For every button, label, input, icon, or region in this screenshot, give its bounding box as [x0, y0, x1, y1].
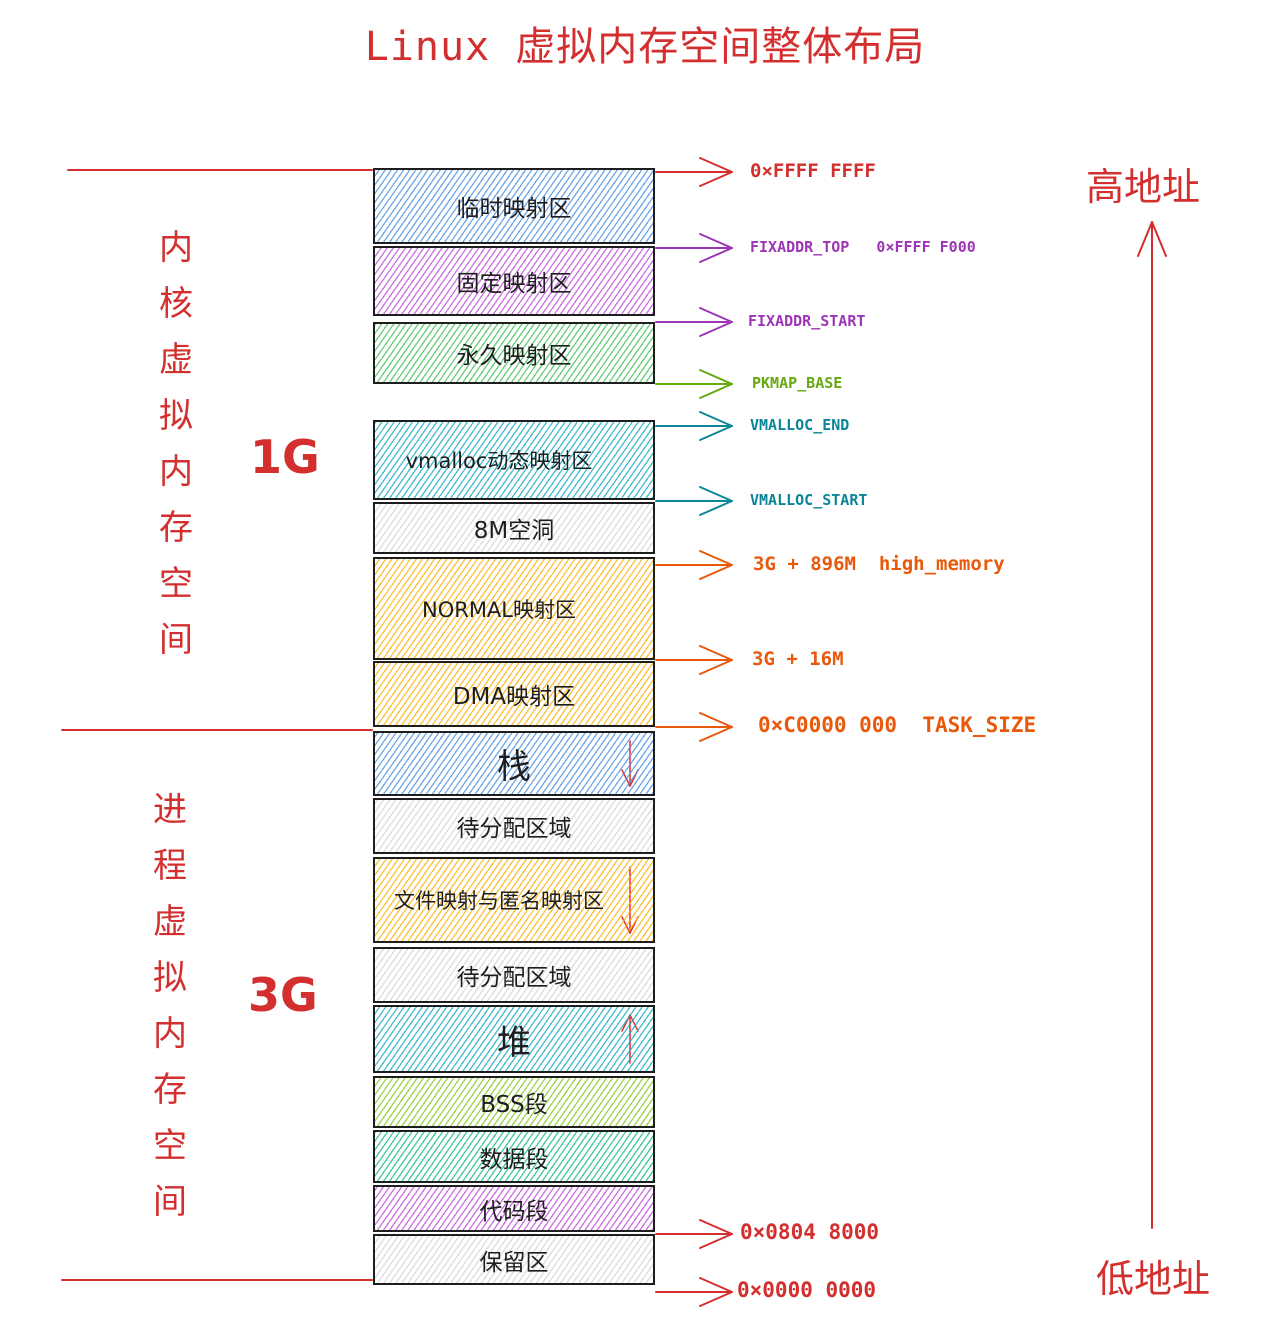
memory-region-label: BSS段: [480, 1092, 548, 1118]
memory-region-13: 数据段: [373, 1130, 655, 1183]
address-pointer-4-head: [699, 411, 733, 427]
address-pointer-6-head: [699, 550, 733, 566]
memory-region-label: 8M空洞: [473, 518, 555, 544]
memory-region-6: DMA映射区: [373, 661, 655, 727]
memory-region-8: 待分配区域: [373, 798, 655, 854]
memory-region-14: 代码段: [373, 1185, 655, 1232]
address-pointer-6-head: [699, 564, 733, 580]
kernel-space-label-char: 存: [159, 508, 193, 548]
memory-region-15: 保留区: [373, 1234, 655, 1285]
address-pointer-9-head: [699, 1219, 733, 1235]
address-pointer-7-head: [699, 645, 733, 661]
address-marker-label: 3G + 896M high_memory: [753, 552, 1005, 575]
kernel-space-label: 内核虚拟内存空间: [156, 220, 196, 668]
address-pointer-5-head: [699, 486, 733, 502]
memory-region-label: 永久映射区: [456, 343, 572, 369]
address-marker-label: 3G + 16M: [752, 647, 844, 670]
memory-region-10: 待分配区域: [373, 947, 655, 1003]
memory-region-label: NORMAL映射区: [421, 597, 576, 622]
address-pointer-5-head: [699, 500, 733, 516]
memory-region-label: 待分配区域: [456, 965, 572, 991]
address-pointer-3-head: [699, 383, 733, 399]
kernel-space-label-char: 空: [159, 564, 193, 604]
memory-region-12: BSS段: [373, 1076, 655, 1128]
address-pointer-8-head: [699, 712, 733, 728]
address-marker-label: VMALLOC_START: [750, 491, 868, 510]
memory-region-label: 栈: [497, 747, 531, 787]
memory-region-label: vmalloc动态映射区: [405, 449, 593, 473]
kernel-space-label-char: 间: [159, 620, 193, 660]
kernel-space-label-char: 内: [159, 452, 193, 492]
low-address-label: 低地址: [1096, 1257, 1211, 1301]
memory-region-label: 临时映射区: [456, 196, 572, 222]
memory-region-1: 固定映射区: [373, 246, 655, 316]
user-space-label-char: 程: [153, 846, 187, 886]
user-space-label-char: 空: [153, 1126, 187, 1166]
address-pointer-7-head: [699, 659, 733, 675]
high-address-label: 高地址: [1086, 165, 1201, 209]
memory-region-label: 保留区: [479, 1249, 549, 1276]
memory-region-3: vmalloc动态映射区: [373, 420, 655, 500]
address-pointer-9-head: [699, 1233, 733, 1249]
kernel-space-label-char: 虚: [159, 340, 193, 380]
address-marker-label: 0×C0000 000 TASK_SIZE: [758, 713, 1037, 738]
memory-region-7: 栈: [373, 731, 655, 796]
address-pointer-8-head: [699, 726, 733, 742]
address-marker-label: 0×0000 0000: [737, 1278, 877, 1303]
address-marker-label: FIXADDR_START: [748, 312, 866, 331]
user-space-label-char: 进: [153, 790, 187, 830]
kernel-space-label-char: 拟: [159, 396, 193, 436]
user-space-label-char: 间: [153, 1182, 187, 1222]
user-space-label: 进程虚拟内存空间: [150, 782, 190, 1230]
diagram-title: Linux 虚拟内存空间整体布局: [364, 24, 926, 70]
address-pointer-1-head: [699, 233, 733, 249]
memory-region-2: 永久映射区: [373, 322, 655, 384]
address-pointer-2-head: [699, 321, 733, 337]
memory-region-label: 固定映射区: [456, 271, 572, 297]
memory-region-9: 文件映射与匿名映射区: [373, 857, 655, 943]
address-marker-label: 0×FFFF FFFF: [750, 159, 876, 182]
memory-region-4: 8M空洞: [373, 502, 655, 554]
memory-region-label: 数据段: [479, 1146, 549, 1173]
memory-region-label: 代码段: [479, 1198, 549, 1225]
user-space-label-char: 内: [153, 1014, 187, 1054]
address-pointer-10-head: [699, 1291, 733, 1307]
address-direction-arrow-head: [1137, 221, 1153, 257]
address-pointer-1-head: [699, 247, 733, 263]
memory-region-label: 文件映射与匿名映射区: [394, 889, 604, 913]
address-marker-label: 0×0804 8000: [740, 1220, 880, 1245]
kernel-space-size: 1G: [250, 430, 320, 484]
user-space-size: 3G: [248, 968, 318, 1022]
memory-region-label: DMA映射区: [452, 684, 576, 710]
address-pointer-0-head: [699, 171, 733, 187]
address-pointer-3-head: [699, 369, 733, 385]
memory-region-0: 临时映射区: [373, 168, 655, 244]
address-pointer-2-head: [699, 307, 733, 323]
memory-region-label: 堆: [497, 1022, 531, 1063]
user-space-label-char: 虚: [153, 902, 187, 942]
address-direction-arrow-head: [1151, 221, 1167, 257]
address-pointer-10-head: [699, 1277, 733, 1293]
memory-region-label: 待分配区域: [456, 816, 572, 842]
user-space-label-char: 存: [153, 1070, 187, 1110]
kernel-space-label-char: 内: [159, 228, 193, 268]
user-space-label-char: 拟: [153, 958, 187, 998]
address-marker-label: PKMAP_BASE: [752, 374, 843, 393]
address-pointer-0-head: [699, 157, 733, 173]
address-pointer-4-head: [699, 425, 733, 441]
kernel-space-label-char: 核: [159, 284, 193, 324]
address-marker-label: VMALLOC_END: [750, 416, 850, 435]
memory-region-11: 堆: [373, 1005, 655, 1073]
memory-region-5: NORMAL映射区: [373, 557, 655, 660]
address-marker-label: FIXADDR_TOP 0×FFFF F000: [750, 238, 976, 257]
